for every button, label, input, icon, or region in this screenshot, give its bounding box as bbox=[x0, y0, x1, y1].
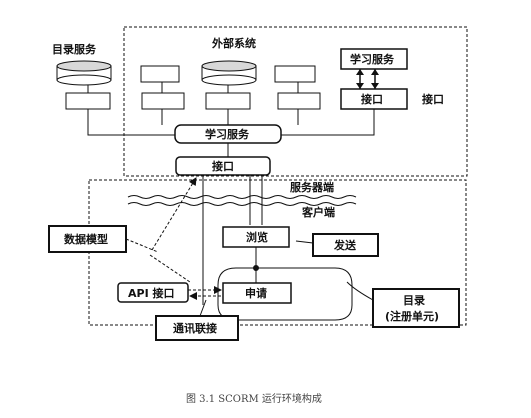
comm-link-box bbox=[155, 315, 239, 341]
directory-service-box bbox=[65, 92, 111, 110]
network-boundary-waves bbox=[127, 195, 357, 206]
learning-service-top-label: 学习服务 bbox=[350, 52, 395, 66]
request-box bbox=[222, 282, 292, 304]
registry-unit-label: (注册单元) bbox=[385, 309, 439, 323]
learning-service-bus-label: 学习服务 bbox=[205, 127, 250, 141]
data-model-dashed-links bbox=[125, 177, 197, 283]
directory-box bbox=[372, 288, 460, 328]
interface-mid-label: 接口 bbox=[212, 159, 234, 173]
comm-link-pointer bbox=[199, 299, 207, 317]
send-pointer bbox=[295, 240, 314, 244]
learning-service-box-top bbox=[340, 48, 408, 70]
database-icon bbox=[201, 60, 257, 86]
api-interface-label: API 接口 bbox=[128, 286, 175, 300]
interface-box-mid bbox=[175, 156, 271, 176]
directory-label: 目录 bbox=[403, 294, 425, 307]
data-model-label: 数据模型 bbox=[64, 232, 108, 246]
send-box bbox=[312, 233, 379, 257]
bidirectional-arrow-icon bbox=[356, 69, 379, 89]
api-request-dashed-arrows bbox=[188, 286, 222, 300]
external-system-region bbox=[123, 26, 468, 177]
client-side-label: 客户端 bbox=[301, 205, 335, 219]
interface-links bbox=[202, 175, 263, 305]
service-bus-lines bbox=[87, 109, 375, 136]
service-node-2 bbox=[205, 92, 251, 110]
browse-request-connector bbox=[253, 247, 259, 283]
directory-pointer bbox=[346, 281, 374, 301]
external-system-label: 外部系统 bbox=[211, 36, 256, 50]
directory-service-label: 目录服务 bbox=[52, 42, 97, 56]
send-label: 发送 bbox=[333, 238, 357, 252]
service-node-3 bbox=[274, 65, 321, 110]
interface-right-label: 接口 bbox=[422, 92, 444, 106]
server-side-label: 服务器端 bbox=[290, 180, 334, 194]
service-node-1 bbox=[140, 65, 185, 110]
interface-right-box-label: 接口 bbox=[361, 92, 383, 106]
comm-link-label: 通讯联接 bbox=[173, 321, 217, 335]
figure-caption: 图 3.1 SCORM 运行环境构成 bbox=[186, 392, 322, 405]
request-label: 申请 bbox=[245, 286, 267, 300]
directory-database-icon bbox=[56, 60, 112, 86]
browse-label: 浏览 bbox=[246, 230, 268, 244]
api-interface-box bbox=[117, 282, 189, 303]
